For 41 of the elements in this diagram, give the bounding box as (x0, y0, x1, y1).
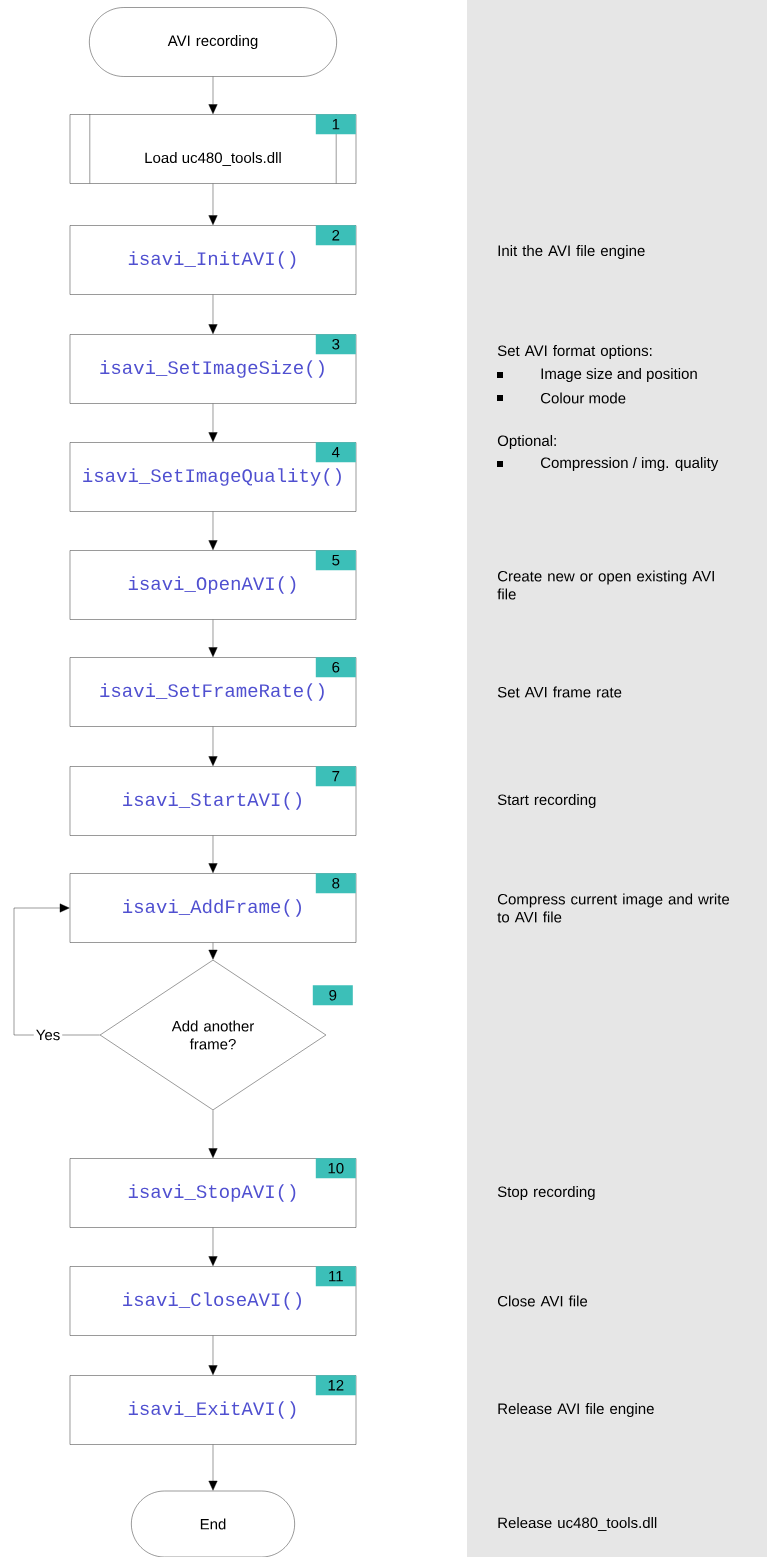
step-badge: 3 (315, 334, 356, 355)
description-text: Colour mode (540, 392, 626, 404)
arrow (208, 619, 218, 658)
arrow (208, 1335, 218, 1375)
arrow (208, 726, 218, 767)
arrow (208, 835, 218, 874)
arrow (208, 511, 218, 551)
description-text: Release AVI file engine (498, 1403, 654, 1417)
arrow (208, 1227, 218, 1266)
step-badge: 5 (315, 550, 356, 571)
arrow (208, 294, 218, 334)
description-text: Start recording (497, 794, 596, 808)
arrow (208, 76, 218, 114)
description-text: Init the AVI file engine (498, 245, 645, 259)
description-text: Compression / img. quality (540, 457, 719, 471)
step-badge: 8 (315, 873, 356, 894)
description-text: Optional: (497, 435, 556, 449)
arrow (13, 903, 100, 1036)
step-badge: 2 (315, 225, 356, 246)
description-text: Close AVI file (497, 1295, 588, 1307)
step-badge: 10 (315, 1158, 356, 1179)
step-badge: 7 (315, 766, 356, 787)
step-badge: 12 (315, 1375, 356, 1396)
description-text: Compress current image and write to AVI file (497, 893, 730, 923)
arrow (208, 403, 218, 442)
description-text: Set AVI format options: (497, 345, 652, 359)
step-badge: 1 (315, 114, 356, 135)
step-badge: 11 (315, 1266, 356, 1287)
arrow (208, 1110, 218, 1158)
arrow (208, 942, 218, 960)
description-text: Stop recording (497, 1186, 595, 1200)
step-badge: 9 (312, 985, 353, 1006)
arrow (208, 183, 218, 225)
step-badge: 6 (315, 657, 356, 678)
step-badge: 4 (315, 442, 356, 463)
description-text: Image size and position (541, 368, 697, 382)
edge-label: Yes (36, 1029, 60, 1041)
arrow (208, 1444, 218, 1491)
description-text: Create new or open existing AVI file (497, 570, 714, 600)
description-text: Set AVI frame rate (497, 686, 622, 698)
description-text: Release uc480_tools.dll (498, 1517, 657, 1531)
